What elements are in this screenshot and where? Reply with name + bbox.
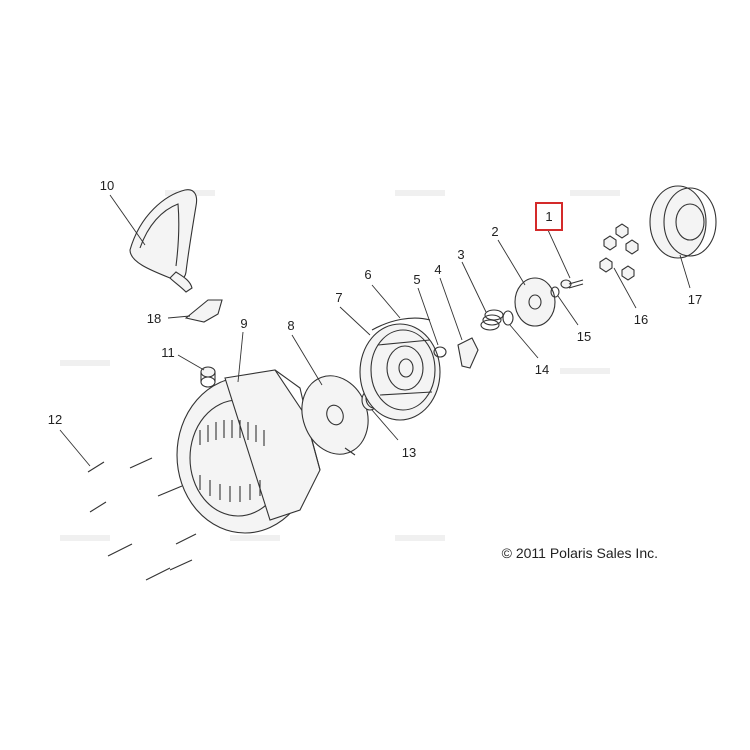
part-16-nuts[interactable] bbox=[599, 223, 639, 281]
callout-8: 8 bbox=[287, 318, 294, 333]
part-10-handle[interactable] bbox=[129, 189, 198, 293]
callout-4: 4 bbox=[434, 262, 441, 277]
callout-10: 10 bbox=[100, 178, 114, 193]
callout-9: 9 bbox=[240, 316, 247, 331]
callout-6: 6 bbox=[364, 267, 371, 282]
highlight-box bbox=[535, 202, 563, 231]
part-14-washer[interactable] bbox=[502, 310, 514, 326]
part-4-pawl[interactable] bbox=[457, 337, 479, 369]
part-11-knob[interactable] bbox=[200, 366, 216, 388]
callout-12: 12 bbox=[48, 412, 62, 427]
callout-14: 14 bbox=[535, 362, 549, 377]
part-15-washer[interactable] bbox=[550, 286, 560, 298]
housing-vent-slots bbox=[199, 420, 265, 502]
callout-1: 1 bbox=[545, 209, 552, 224]
part-18-clip[interactable] bbox=[184, 299, 223, 323]
part-2-friction-plate[interactable] bbox=[514, 277, 556, 327]
part-3-spring[interactable] bbox=[480, 309, 504, 331]
copyright-notice: © 2011 Polaris Sales Inc. bbox=[502, 545, 658, 561]
callout-18: 18 bbox=[147, 311, 161, 326]
part-6-rope[interactable] bbox=[371, 317, 431, 331]
callout-3: 3 bbox=[457, 247, 464, 262]
part-1-bolt[interactable] bbox=[560, 279, 584, 289]
callout-13: 13 bbox=[402, 445, 416, 460]
callout-labels: 1 2 3 4 5 6 7 8 9 10 11 12 13 14 15 16 1… bbox=[48, 178, 702, 460]
callout-16: 16 bbox=[634, 312, 648, 327]
callout-7: 7 bbox=[335, 290, 342, 305]
part-17-cup[interactable] bbox=[649, 185, 717, 259]
part-9-recoil-housing[interactable] bbox=[176, 369, 321, 534]
leader-lines bbox=[59, 194, 691, 467]
callout-5: 5 bbox=[413, 272, 420, 287]
callout-15: 15 bbox=[577, 329, 591, 344]
part-12-bolts[interactable] bbox=[87, 457, 197, 581]
callout-11: 11 bbox=[161, 345, 175, 360]
callout-2: 2 bbox=[491, 224, 498, 239]
callout-17: 17 bbox=[688, 292, 702, 307]
part-7-pulley[interactable] bbox=[359, 323, 441, 421]
part-5-spring[interactable] bbox=[433, 346, 447, 358]
